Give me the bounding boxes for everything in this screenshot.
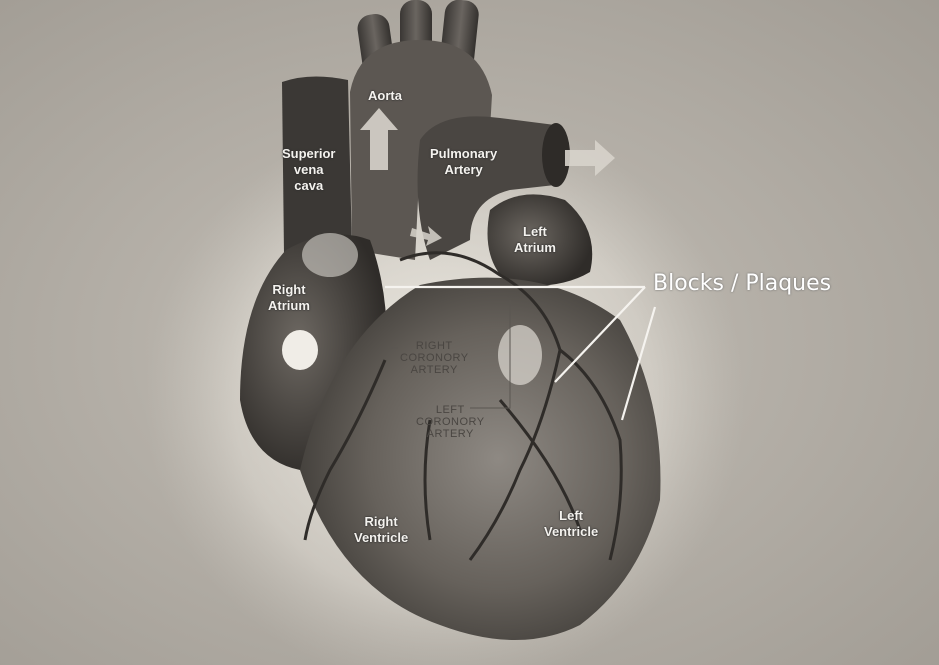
atrium-highlight <box>302 233 358 277</box>
label-superior-vena-cava: Superior vena cava <box>282 146 335 194</box>
label-blocks-plaques: Blocks / Plaques <box>653 271 831 296</box>
label-right-coronary-artery: RIGHT CORONORY ARTERY <box>400 340 469 376</box>
ventricle-highlight <box>498 325 542 385</box>
label-left-ventricle: Left Ventricle <box>544 508 598 540</box>
label-pulmonary-artery: Pulmonary Artery <box>430 146 497 178</box>
label-left-atrium: Left Atrium <box>514 224 556 256</box>
label-right-atrium: Right Atrium <box>268 282 310 314</box>
label-aorta: Aorta <box>368 88 402 104</box>
label-left-coronary-artery: LEFT CORONORY ARTERY <box>416 404 485 440</box>
atrium-highlight-lower <box>282 330 318 370</box>
label-right-ventricle: Right Ventricle <box>354 514 408 546</box>
